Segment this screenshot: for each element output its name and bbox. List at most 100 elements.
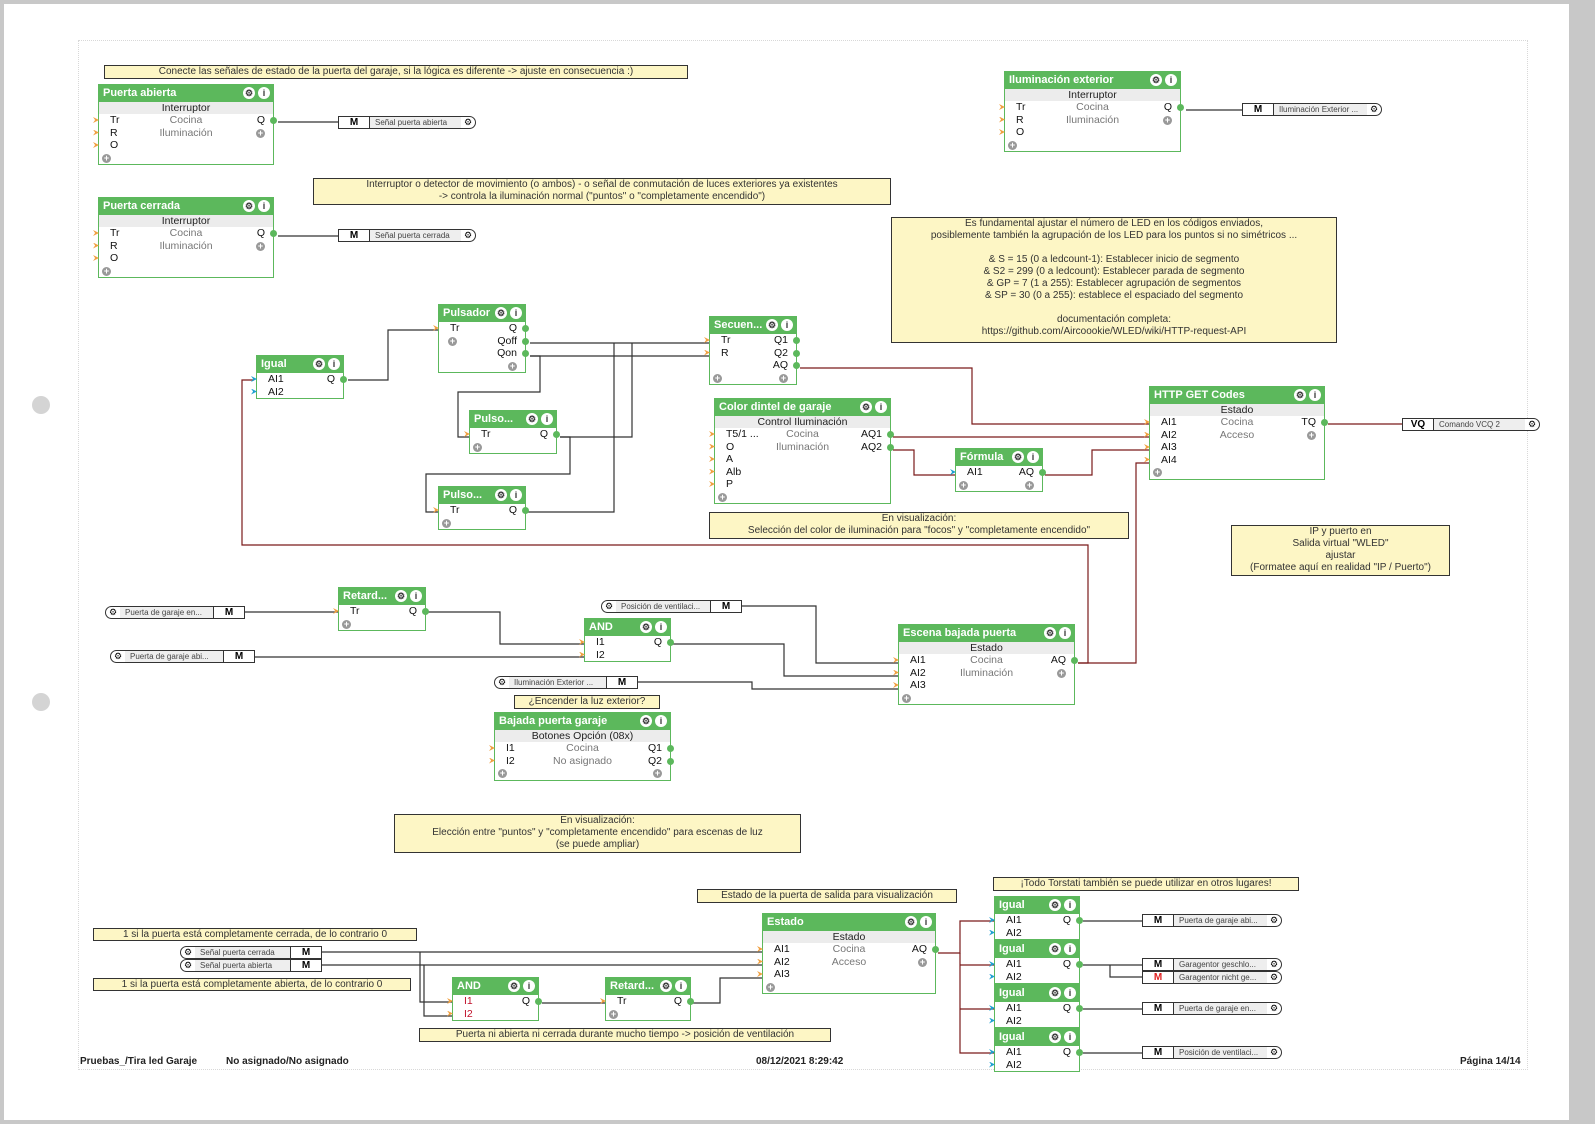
add-input-icon[interactable]: + (498, 768, 507, 778)
block-header[interactable]: Estado⚙i (763, 914, 935, 931)
gear-icon[interactable]: ⚙ (1044, 627, 1056, 639)
add-input-icon[interactable]: + (102, 265, 111, 276)
output-pin[interactable] (1076, 961, 1083, 968)
add-input-icon[interactable]: + (1008, 139, 1017, 150)
input-pin[interactable] (709, 481, 715, 487)
input-pin[interactable] (433, 507, 439, 513)
output-pin[interactable] (667, 639, 674, 646)
gear-icon[interactable]: ⚙ (495, 489, 507, 501)
block-header[interactable]: Color dintel de garaje⚙i (715, 399, 890, 416)
output-pin[interactable] (1076, 1049, 1083, 1056)
block-header[interactable]: Puerta cerrada⚙i (99, 198, 273, 215)
output-pin[interactable] (667, 745, 674, 752)
output-pin[interactable] (1321, 419, 1328, 426)
block-header[interactable]: Pulso...⚙i (439, 487, 525, 504)
input-pin[interactable] (893, 682, 899, 688)
add-output-icon[interactable]: + (1057, 667, 1066, 678)
add-input-icon[interactable]: + (718, 491, 727, 502)
input-pin[interactable] (93, 129, 99, 136)
gear-icon[interactable]: ⚙ (526, 413, 538, 425)
block-header[interactable]: AND⚙i (453, 978, 538, 995)
input-pin[interactable] (893, 669, 899, 676)
gear-icon[interactable]: ⚙ (905, 916, 917, 928)
input-pin[interactable] (999, 116, 1005, 123)
output-pin[interactable] (1039, 469, 1046, 476)
output-pin[interactable] (793, 349, 800, 357)
output-pin[interactable] (687, 998, 694, 1005)
info-icon[interactable]: i (523, 980, 535, 992)
block-header[interactable]: Igual⚙i (995, 941, 1079, 958)
input-pin[interactable] (893, 657, 899, 663)
input-pin[interactable] (333, 608, 339, 614)
gear-icon[interactable]: ⚙ (243, 87, 255, 99)
add-input-icon[interactable]: + (448, 335, 457, 346)
input-pin[interactable] (709, 431, 715, 437)
info-icon[interactable]: i (328, 358, 340, 370)
block-header[interactable]: Retard...⚙i (339, 588, 425, 605)
input-pin[interactable] (757, 946, 763, 952)
add-output-icon[interactable]: + (653, 768, 662, 778)
gear-icon[interactable]: ⚙ (1269, 959, 1279, 969)
input-pin[interactable] (489, 745, 495, 751)
add-output-icon[interactable]: + (1163, 114, 1172, 125)
block-header[interactable]: Puerta abierta⚙i (99, 85, 273, 102)
block-header[interactable]: Iluminación exterior⚙i (1005, 72, 1180, 89)
block-header[interactable]: Retard...⚙i (606, 978, 690, 995)
block-header[interactable]: Pulsador⚙i (439, 305, 525, 322)
output-pin[interactable] (1177, 104, 1184, 111)
block-header[interactable]: Bajada puerta garaje⚙i (495, 713, 670, 730)
block-header[interactable]: Igual⚙i (995, 1029, 1079, 1046)
gear-icon[interactable]: ⚙ (183, 960, 193, 970)
output-pin[interactable] (522, 337, 529, 345)
input-pin[interactable] (757, 971, 763, 977)
info-icon[interactable]: i (510, 489, 522, 501)
input-pin[interactable] (93, 255, 99, 261)
output-pin[interactable] (793, 362, 800, 369)
gear-icon[interactable]: ⚙ (1269, 1003, 1279, 1013)
input-pin[interactable] (251, 388, 257, 395)
gear-icon[interactable]: ⚙ (243, 200, 255, 212)
input-pin[interactable] (447, 998, 453, 1004)
gear-icon[interactable]: ⚙ (113, 651, 123, 661)
info-icon[interactable]: i (1064, 943, 1076, 955)
output-pin[interactable] (1076, 1005, 1083, 1012)
marker-ref-l-vent[interactable]: ⚙Posición de ventilaci...M (601, 600, 742, 613)
input-pin[interactable] (93, 142, 99, 148)
input-pin[interactable] (989, 917, 995, 923)
input-pin[interactable] (950, 469, 956, 475)
info-icon[interactable]: i (920, 916, 932, 928)
gear-icon[interactable]: ⚙ (660, 980, 672, 992)
block-header[interactable]: AND⚙i (585, 619, 670, 636)
info-icon[interactable]: i (410, 590, 422, 602)
input-pin[interactable] (709, 468, 715, 475)
input-pin[interactable] (999, 129, 1005, 135)
input-pin[interactable] (251, 376, 257, 382)
add-output-icon[interactable]: + (256, 240, 265, 251)
input-pin[interactable] (709, 443, 715, 450)
input-pin[interactable] (579, 639, 585, 645)
output-pin[interactable] (793, 337, 800, 344)
gear-icon[interactable]: ⚙ (497, 677, 507, 687)
add-input-icon[interactable]: + (342, 618, 351, 629)
input-pin[interactable] (1144, 419, 1150, 425)
output-pin[interactable] (1071, 657, 1078, 664)
input-pin[interactable] (93, 117, 99, 123)
block-header[interactable]: Secuen...⚙i (710, 317, 796, 334)
block-header[interactable]: Fórmula⚙i (956, 449, 1042, 466)
gear-icon[interactable]: ⚙ (183, 947, 193, 957)
add-output-icon[interactable]: + (918, 956, 927, 967)
input-pin[interactable] (447, 1010, 453, 1017)
input-pin[interactable] (93, 242, 99, 249)
gear-icon[interactable]: ⚙ (1049, 899, 1061, 911)
